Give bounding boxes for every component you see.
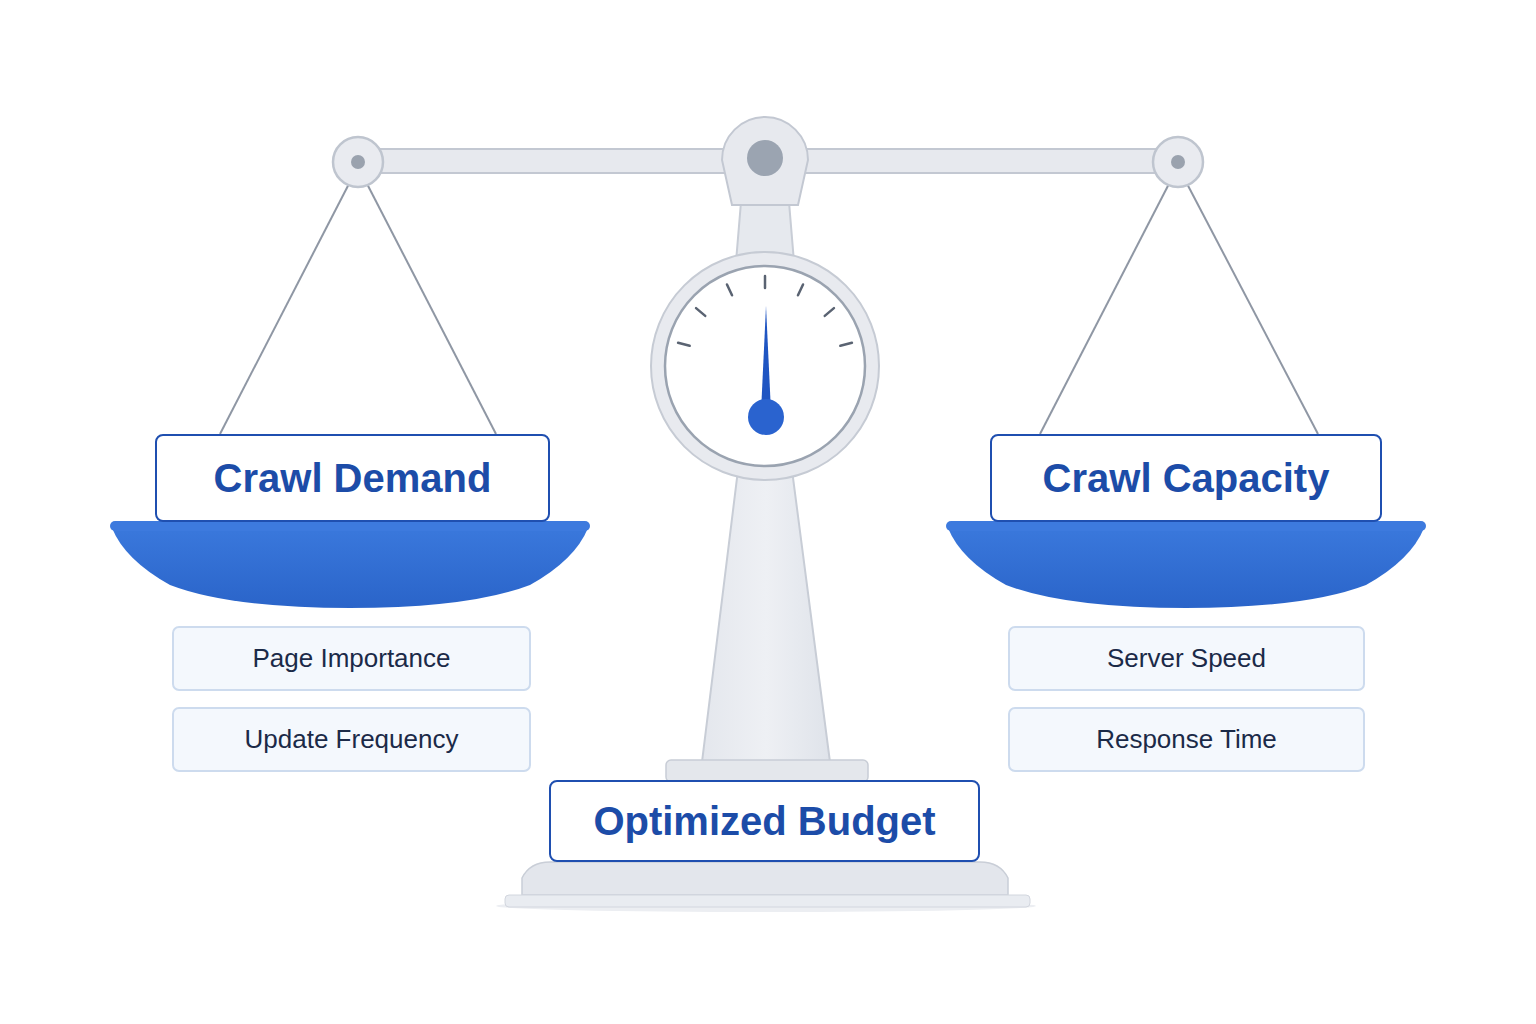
- box-label: Server Speed: [1107, 643, 1266, 674]
- result-box: Optimized Budget: [549, 780, 980, 862]
- scale-base: [522, 862, 1008, 895]
- box-label: Page Importance: [252, 643, 450, 674]
- base-plate: [505, 895, 1030, 907]
- beam-end-pivot: [333, 137, 383, 187]
- pivot-pin: [351, 155, 365, 169]
- left-pan-rim: [110, 521, 590, 531]
- gauge-housing: [651, 252, 879, 480]
- box-label: Response Time: [1096, 724, 1277, 755]
- gauge-face: [665, 266, 865, 466]
- left-pan: [112, 528, 588, 608]
- right-pan: [948, 528, 1424, 608]
- scale-column: [702, 470, 830, 762]
- box-label: Crawl Capacity: [1043, 456, 1330, 501]
- factor-item: Update Frequency: [172, 707, 531, 772]
- factor-heading: Crawl Capacity: [990, 434, 1382, 522]
- beam-end-pivot: [1153, 137, 1203, 187]
- factor-heading: Crawl Demand: [155, 434, 550, 522]
- box-label: Crawl Demand: [214, 456, 492, 501]
- pivot-pin: [747, 140, 783, 176]
- center-pivot: [722, 117, 808, 205]
- right-pan-rim: [946, 521, 1426, 531]
- column-foot: [666, 760, 868, 782]
- factor-item: Page Importance: [172, 626, 531, 691]
- gauge-needle: [761, 306, 771, 412]
- factor-item: Response Time: [1008, 707, 1365, 772]
- box-label: Update Frequency: [245, 724, 459, 755]
- box-label: Optimized Budget: [593, 799, 935, 844]
- pivot-pin: [1171, 155, 1185, 169]
- factor-item: Server Speed: [1008, 626, 1365, 691]
- needle-hub: [748, 399, 784, 435]
